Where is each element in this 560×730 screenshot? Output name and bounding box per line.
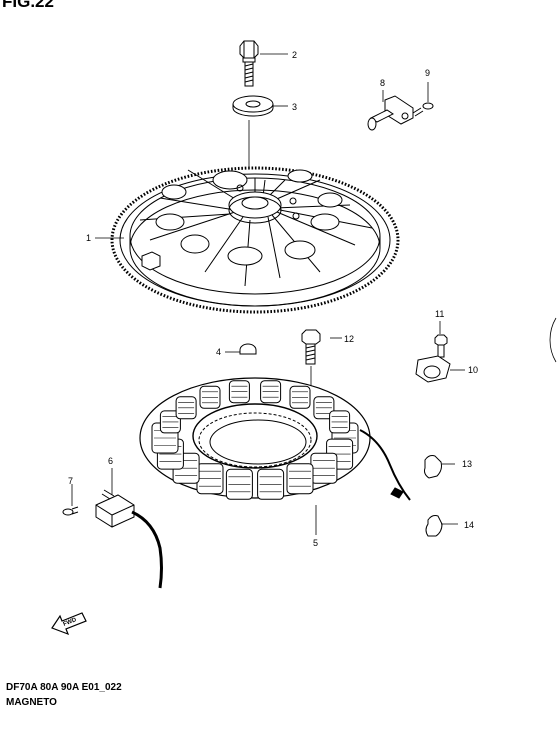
callout-8: 8 [380,78,385,88]
key-part-4 [239,343,257,355]
bolt-part-12 [301,329,321,440]
callout-14: 14 [464,520,474,530]
callout-5: 5 [313,538,318,548]
callout-7: 7 [68,476,73,486]
callout-3: 3 [292,102,297,112]
leader-lines [71,53,465,535]
callout-2: 2 [292,50,297,60]
clamp-part-10 [415,355,451,383]
washer-part-3 [232,95,274,117]
figure-title: FIG.22 [2,0,54,11]
edge-bracket [549,317,557,363]
screw-part-9 [412,102,434,117]
callout-12: 12 [344,334,354,344]
callout-1: 1 [86,233,91,243]
flywheel-part-1 [110,166,400,314]
callout-9: 9 [425,68,430,78]
callout-6: 6 [108,456,113,466]
model-code: DF70A 80A 90A E01_022 [6,682,122,693]
callout-13: 13 [462,459,472,469]
sensor-part-8 [367,95,414,131]
section-caption: MAGNETO [6,697,57,708]
pickup-part-6 [95,489,163,589]
fwd-arrow-icon: FWD [51,612,87,636]
bolt-part-2 [239,40,259,87]
stator-part-5 [139,377,411,501]
clamp-part-13 [424,455,442,479]
callout-4: 4 [216,347,221,357]
callout-11: 11 [435,309,444,319]
callout-10: 10 [468,365,478,375]
fwd-label: FWD [63,617,79,628]
screw-part-7 [62,506,79,516]
clamp-part-14 [425,515,443,537]
bolt-part-11 [434,334,448,358]
